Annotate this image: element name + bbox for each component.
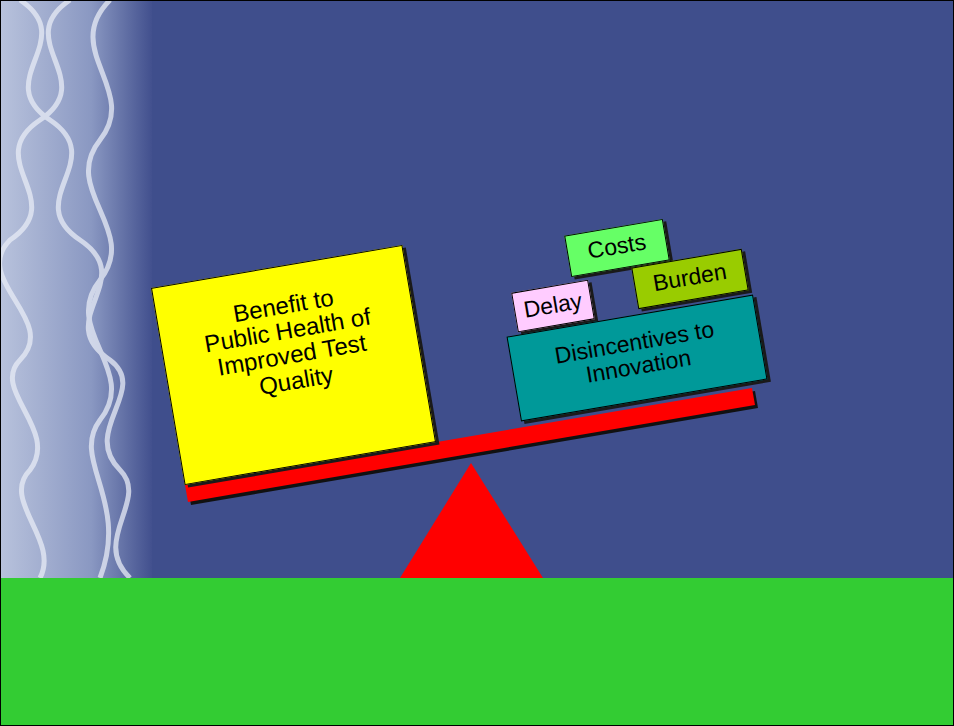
helix-pattern: [0, 0, 130, 578]
box-label: Burden: [651, 259, 728, 295]
box-label: Delay: [522, 288, 584, 322]
ground: [0, 578, 954, 726]
box-label: Benefit to Public Health of Improved Tes…: [196, 279, 383, 407]
decorative-strip: [0, 0, 152, 578]
box-label: Costs: [586, 229, 648, 263]
benefit-box: Benefit to Public Health of Improved Tes…: [150, 245, 435, 485]
fulcrum-triangle: [400, 463, 543, 578]
